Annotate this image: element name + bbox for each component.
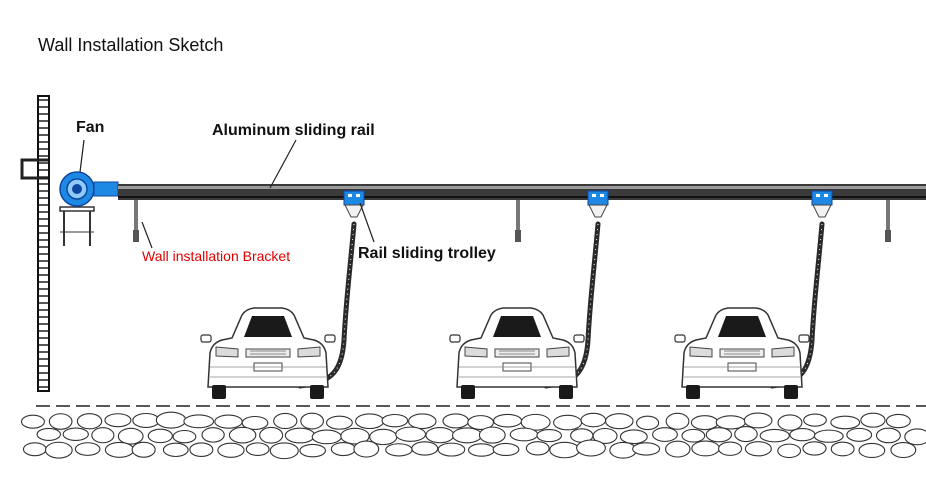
fan-icon (20, 158, 119, 246)
ground-icon (20, 405, 926, 460)
bracket-label: Wall installation Bracket (142, 248, 291, 264)
leader-lines (79, 139, 375, 249)
wall-icon (37, 95, 50, 392)
bracket-icon (133, 200, 891, 242)
diagram-title: Wall Installation Sketch (38, 35, 224, 55)
rail-label: Aluminum sliding rail (212, 122, 375, 139)
fan-label: Fan (76, 119, 105, 136)
trolley-label: Rail sliding trolley (358, 245, 496, 262)
car-icon (200, 307, 810, 400)
aluminum-rail (118, 184, 926, 200)
